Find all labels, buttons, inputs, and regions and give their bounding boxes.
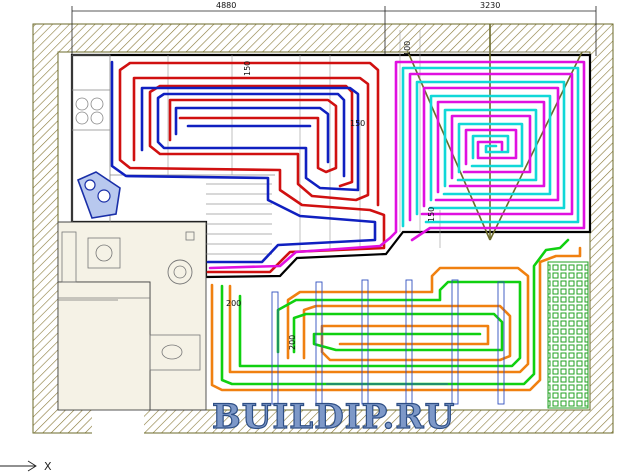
heating-loop-hall <box>210 238 582 392</box>
dimension-right: 3230 <box>480 1 500 10</box>
axis-marker <box>0 460 37 472</box>
pipe-step-label-3: 150 <box>427 207 436 222</box>
loop-hall-supply <box>210 246 582 392</box>
pipe-step-label-6: 200 <box>288 335 297 350</box>
floor-joists <box>271 279 505 405</box>
loop-kitchen-return <box>110 60 377 264</box>
loop-hall-return <box>220 238 570 386</box>
tiled-area <box>547 261 589 409</box>
dimension-left: 4880 <box>216 1 236 10</box>
sink-icon <box>76 171 121 219</box>
watermark: BUILDIP.RU <box>212 397 455 437</box>
loop-room-supply <box>208 60 586 270</box>
pipe-step-label-4: 100 <box>403 41 412 56</box>
stair-treads <box>206 183 272 255</box>
pipe-step-label-1: 150 <box>243 61 252 76</box>
axis-label-x: X <box>44 460 52 473</box>
top-dimensions <box>71 6 597 56</box>
pipe-step-label-5: 200 <box>226 299 241 308</box>
pipe-step-label-2: 150 <box>350 119 365 128</box>
bathroom <box>57 221 207 411</box>
loop-room-return <box>401 66 580 228</box>
heating-loop-room <box>208 60 586 270</box>
